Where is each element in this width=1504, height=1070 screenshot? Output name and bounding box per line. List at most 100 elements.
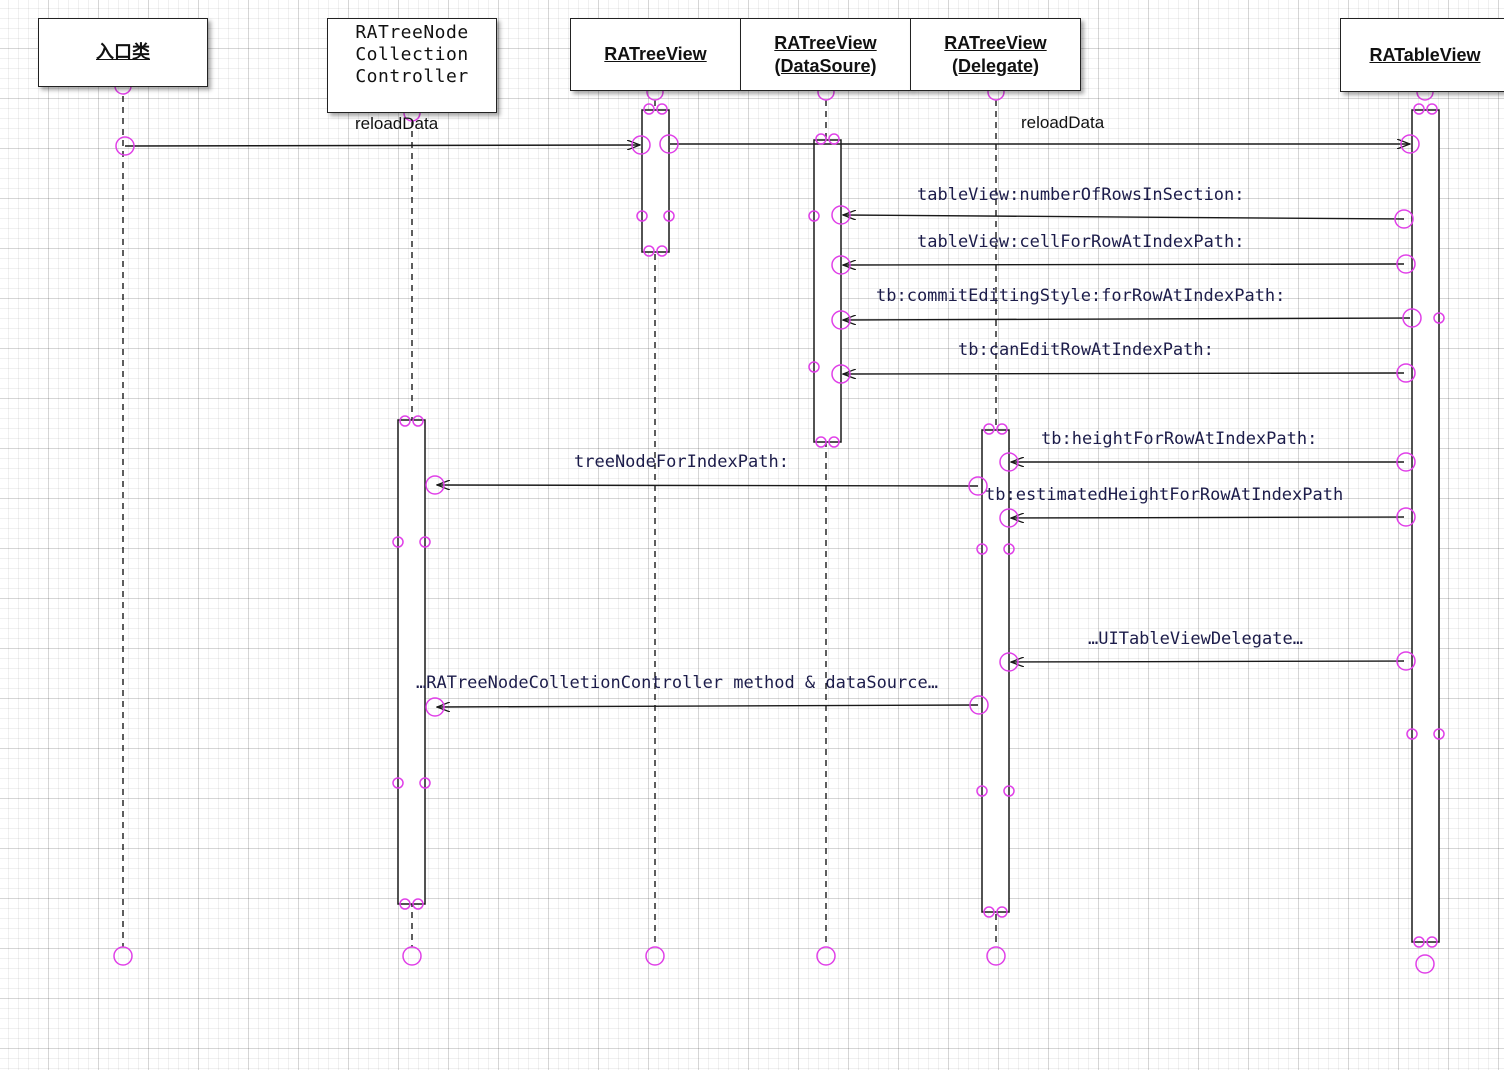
participant-datasource-label: RATreeView (DataSoure)	[774, 32, 877, 76]
handle[interactable]	[969, 695, 989, 715]
handle[interactable]	[1433, 728, 1445, 740]
handle[interactable]	[816, 946, 836, 966]
message-label-heightforrow: tb:heightForRowAtIndexPath:	[1041, 429, 1318, 449]
handle[interactable]	[999, 508, 1019, 528]
message-label-numberofrows: tableView:numberOfRowsInSection:	[917, 185, 1245, 205]
handle[interactable]	[113, 946, 133, 966]
arrow-treenodeforindexpath[interactable]	[437, 485, 979, 486]
activation-datasource[interactable]	[813, 139, 842, 443]
participant-entry[interactable]: 入口类	[38, 18, 208, 87]
handle[interactable]	[1406, 728, 1418, 740]
handle[interactable]	[1396, 254, 1416, 274]
handle[interactable]	[815, 133, 827, 145]
message-arrows	[124, 144, 1411, 707]
handle[interactable]	[976, 543, 988, 555]
handle[interactable]	[1394, 209, 1414, 229]
handle[interactable]	[631, 135, 651, 155]
handle[interactable]	[986, 946, 1006, 966]
handle[interactable]	[115, 136, 135, 156]
handle[interactable]	[1426, 103, 1438, 115]
handle[interactable]	[1402, 308, 1422, 328]
handle[interactable]	[828, 133, 840, 145]
message-label-estimatedheight: tb:estimatedHeightForRowAtIndexPath	[985, 485, 1344, 505]
handle[interactable]	[815, 436, 827, 448]
participant-collection[interactable]: RATreeNode Collection Controller	[327, 18, 497, 113]
activation-tableview[interactable]	[1411, 109, 1440, 943]
participant-delegate-label: RATreeView (Delegate)	[944, 32, 1047, 76]
handle[interactable]	[399, 415, 411, 427]
arrow-canedit[interactable]	[843, 373, 1405, 374]
handle[interactable]	[1396, 651, 1416, 671]
handle[interactable]	[831, 205, 851, 225]
handle[interactable]	[831, 364, 851, 384]
handle[interactable]	[828, 436, 840, 448]
handle[interactable]	[663, 210, 675, 222]
handle[interactable]	[1433, 312, 1445, 324]
handle[interactable]	[808, 361, 820, 373]
handle[interactable]	[1413, 936, 1425, 948]
handle[interactable]	[1396, 363, 1416, 383]
handle[interactable]	[419, 536, 431, 548]
handle[interactable]	[1400, 134, 1420, 154]
handle[interactable]	[419, 777, 431, 789]
handle[interactable]	[996, 423, 1008, 435]
participant-tableview-label: RATableView	[1369, 44, 1481, 65]
message-label-collection-method: …RATreeNodeColletionController method & …	[416, 673, 938, 693]
arrow-commitediting[interactable]	[843, 318, 1411, 320]
arrow-cellforrow[interactable]	[843, 264, 1405, 265]
handle[interactable]	[1413, 103, 1425, 115]
participant-datasource[interactable]: RATreeView (DataSoure)	[740, 18, 911, 91]
handle[interactable]	[1003, 543, 1015, 555]
handle[interactable]	[831, 310, 851, 330]
message-label-treenodeforindexpath: treeNodeForIndexPath:	[574, 452, 789, 472]
handle[interactable]	[656, 245, 668, 257]
lifelines	[122, 96, 997, 947]
handle[interactable]	[412, 898, 424, 910]
arrow-numberofrows[interactable]	[843, 215, 1405, 219]
arrow-reloaddata-1[interactable]	[124, 145, 640, 146]
handle[interactable]	[1396, 452, 1416, 472]
handle[interactable]	[643, 245, 655, 257]
arrow-estimatedheight[interactable]	[1011, 517, 1405, 518]
activation-bars	[397, 109, 1440, 943]
handle[interactable]	[392, 777, 404, 789]
handle[interactable]	[983, 423, 995, 435]
arrow-uitableviewdelegate[interactable]	[1011, 661, 1405, 662]
handle[interactable]	[399, 898, 411, 910]
participant-entry-label: 入口类	[96, 42, 150, 62]
handle[interactable]	[656, 103, 668, 115]
handle[interactable]	[996, 906, 1008, 918]
participant-tableview[interactable]: RATableView	[1340, 18, 1504, 92]
handle[interactable]	[968, 476, 988, 496]
handle[interactable]	[1396, 507, 1416, 527]
handle[interactable]	[425, 475, 445, 495]
handle[interactable]	[999, 652, 1019, 672]
handle[interactable]	[645, 946, 665, 966]
handle[interactable]	[808, 210, 820, 222]
handle[interactable]	[425, 697, 445, 717]
handle[interactable]	[392, 536, 404, 548]
handle[interactable]	[412, 415, 424, 427]
handle[interactable]	[999, 452, 1019, 472]
handle[interactable]	[976, 785, 988, 797]
message-label-cellforrow: tableView:cellForRowAtIndexPath:	[917, 232, 1245, 252]
message-label-canedit: tb:canEditRowAtIndexPath:	[958, 340, 1214, 360]
message-label-commitediting: tb:commitEditingStyle:forRowAtIndexPath:	[876, 286, 1286, 306]
handle[interactable]	[659, 134, 679, 154]
activation-treeview[interactable]	[641, 109, 670, 253]
handle[interactable]	[831, 255, 851, 275]
handle[interactable]	[402, 946, 422, 966]
participant-delegate[interactable]: RATreeView (Delegate)	[910, 18, 1081, 91]
handle[interactable]	[643, 103, 655, 115]
handle[interactable]	[983, 906, 995, 918]
handle[interactable]	[1003, 785, 1015, 797]
arrow-collection-method[interactable]	[437, 705, 979, 707]
handle[interactable]	[1415, 954, 1435, 974]
message-label-reloaddata-2: reloadData	[1021, 113, 1105, 132]
activation-collection[interactable]	[397, 419, 426, 905]
participant-treeview[interactable]: RATreeView	[570, 18, 741, 91]
handle[interactable]	[1426, 936, 1438, 948]
handle[interactable]	[636, 210, 648, 222]
